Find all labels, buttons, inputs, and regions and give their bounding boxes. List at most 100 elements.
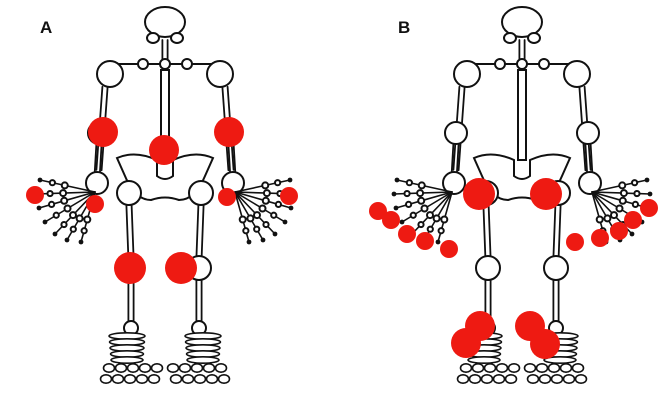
highlight-shoulder-right [214, 117, 244, 147]
left-finger-joint-mid-2 [406, 202, 411, 207]
right-fingertip-1 [648, 192, 653, 197]
jaw-right [171, 33, 183, 43]
right-finger-joint-5 [247, 215, 253, 221]
hip-left [117, 181, 141, 205]
right-toe-1-0 [171, 375, 182, 383]
left-fingertip-0 [38, 178, 43, 183]
right-toe-1-4 [576, 375, 587, 383]
left-toe-0-3 [116, 364, 127, 372]
left-finger-joint-mid-6 [439, 228, 444, 233]
highlight-finger-joint-right-1 [591, 229, 609, 247]
left-finger-joint-3 [422, 206, 428, 212]
left-fingertip-2 [37, 206, 42, 211]
left-finger-joint-1 [60, 190, 66, 196]
right-toe-1-3 [564, 375, 575, 383]
left-fingertip-0 [395, 178, 400, 183]
right-finger-joint-0 [262, 182, 268, 188]
right-fingertip-3 [283, 220, 288, 225]
left-finger-joint-mid-0 [50, 180, 55, 185]
elbow-right [577, 122, 599, 144]
clavicle-joint-right [539, 59, 549, 69]
left-toe-0-4 [104, 364, 115, 372]
left-toe-1-0 [506, 375, 517, 383]
left-toe-1-2 [482, 375, 493, 383]
left-finger-joint-0 [419, 182, 425, 188]
highlight-finger-joint-right-0 [566, 233, 584, 251]
clavicle-joint-left [138, 59, 148, 69]
knee-right [544, 256, 568, 280]
highlight-spine [149, 135, 179, 165]
highlight-knee-left [114, 252, 146, 284]
left-finger-joint-mid-5 [428, 227, 433, 232]
left-tarsal-4 [468, 357, 500, 363]
left-finger-joint-mid-1 [47, 191, 52, 196]
right-toe-0-0 [168, 364, 179, 372]
femur-left [483, 205, 485, 258]
right-fingertip-6 [247, 240, 252, 245]
left-toe-1-1 [494, 375, 505, 383]
left-toe-1-0 [149, 375, 160, 383]
highlight-heel-right [530, 329, 560, 359]
right-toe-0-3 [204, 364, 215, 372]
left-toe-0-1 [497, 364, 508, 372]
right-fingertip-0 [645, 178, 650, 183]
left-fingertip-5 [65, 238, 70, 243]
shoulder-left [454, 61, 480, 87]
right-toe-1-2 [552, 375, 563, 383]
clavicle-joint-right [182, 59, 192, 69]
highlight-heel-left [451, 328, 481, 358]
right-finger-joint-mid-6 [243, 228, 248, 233]
highlight-finger-joint-right-3 [624, 211, 642, 229]
left-toe-0-1 [140, 364, 151, 372]
right-finger-joint-3 [260, 206, 266, 212]
femur-right [553, 205, 555, 258]
left-toe-1-1 [137, 375, 148, 383]
right-finger-joint-4 [611, 212, 617, 218]
right-finger-joint-mid-0 [632, 180, 637, 185]
right-finger-joint-6 [597, 217, 603, 223]
clavicle-joint-left [495, 59, 505, 69]
left-finger-joint-mid-5 [71, 227, 76, 232]
sternoclavicular-joint [517, 59, 527, 69]
right-toe-0-2 [192, 364, 203, 372]
elbow-left [445, 122, 467, 144]
right-fingertip-2 [289, 206, 294, 211]
right-fingertip-0 [288, 178, 293, 183]
jaw-left [504, 33, 516, 43]
left-finger-joint-mid-4 [418, 222, 423, 227]
femur-right [202, 205, 204, 258]
left-finger-joint-5 [434, 215, 440, 221]
right-toe-0-1 [180, 364, 191, 372]
femur-right [559, 205, 561, 258]
highlight-finger-joint-right-2 [610, 222, 628, 240]
highlight-finger-joint-left-4 [440, 240, 458, 258]
right-tarsal-4 [187, 357, 219, 363]
femur-right [196, 205, 198, 258]
highlight-finger-joint-right-4 [640, 199, 658, 217]
shoulder-right [564, 61, 590, 87]
right-finger-joint-mid-4 [263, 222, 268, 227]
femur-left [132, 205, 134, 258]
left-finger-joint-mid-4 [61, 222, 66, 227]
left-fingertip-3 [43, 220, 48, 225]
left-tarsal-4 [111, 357, 143, 363]
highlight-finger-left [26, 186, 44, 204]
left-toe-0-0 [152, 364, 163, 372]
left-finger-joint-mid-3 [411, 213, 416, 218]
hip-right [189, 181, 213, 205]
left-finger-joint-6 [84, 217, 90, 223]
right-toe-1-1 [183, 375, 194, 383]
left-finger-joint-3 [65, 206, 71, 212]
right-finger-joint-3 [617, 206, 623, 212]
femur-left [489, 205, 491, 258]
right-finger-joint-1 [621, 190, 627, 196]
left-toe-0-3 [473, 364, 484, 372]
knee-left [476, 256, 500, 280]
sternoclavicular-joint [160, 59, 170, 69]
right-toe-0-4 [216, 364, 227, 372]
left-finger-joint-5 [77, 215, 83, 221]
right-finger-joint-5 [604, 215, 610, 221]
right-toe-0-2 [549, 364, 560, 372]
left-toe-0-2 [128, 364, 139, 372]
right-fingertip-5 [261, 238, 266, 243]
